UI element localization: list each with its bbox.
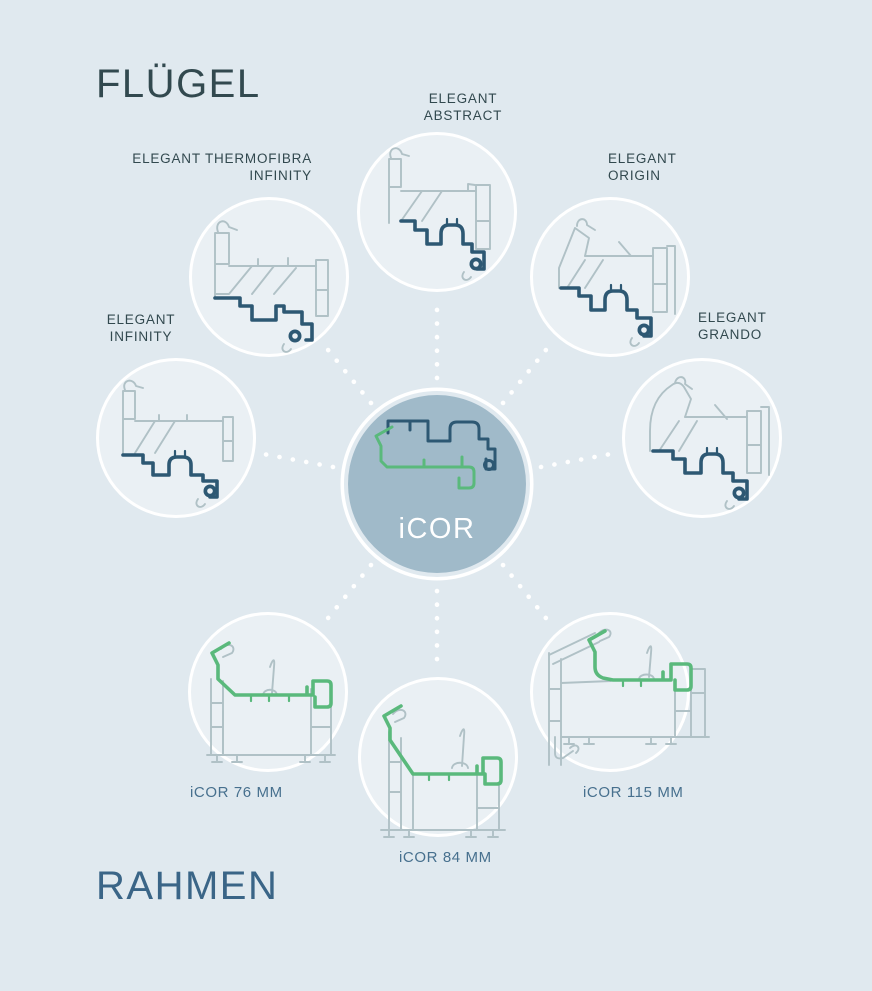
node-icor-center[interactable]: iCOR [348, 395, 526, 573]
icor-115-profile-drawing [548, 628, 710, 766]
node-elegant-origin[interactable] [530, 197, 690, 357]
icor-76-profile-drawing [206, 641, 336, 763]
label-elegant-abstract: ELEGANT ABSTRACT [423, 91, 503, 123]
center-label-icor: iCOR [398, 513, 476, 545]
elegant-thermofibra-infinity-profile-drawing [213, 220, 329, 353]
label-elegant-thermofibra-infinity: ELEGANT THERMOFIBRA INFINITY [132, 151, 312, 183]
elegant-infinity-profile-drawing [121, 379, 234, 508]
label-icor-115: iCOR 115 MM [583, 784, 684, 801]
node-elegant-thermofibra-infinity[interactable] [189, 197, 349, 357]
elegant-abstract-profile-drawing [388, 147, 491, 281]
section-title-rahmen: RAHMEN [96, 864, 279, 908]
label-elegant-infinity: ELEGANT INFINITY [106, 312, 176, 344]
label-icor-76: iCOR 76 MM [190, 784, 283, 801]
elegant-grando-profile-drawing [649, 376, 770, 510]
node-icor-76[interactable] [188, 612, 348, 772]
elegant-origin-profile-drawing [558, 218, 676, 347]
node-elegant-abstract[interactable] [357, 132, 517, 292]
section-title-fluegel: FLÜGEL [96, 62, 261, 106]
icor-profile-drawing [374, 419, 497, 490]
node-elegant-grando[interactable] [622, 358, 782, 518]
label-elegant-origin: ELEGANT ORIGIN [608, 151, 677, 183]
label-elegant-grando: ELEGANT GRANDO [698, 310, 767, 342]
node-elegant-infinity[interactable] [96, 358, 256, 518]
icor-84-profile-drawing [380, 704, 506, 838]
label-icor-84: iCOR 84 MM [399, 849, 492, 866]
node-icor-84[interactable] [358, 677, 518, 838]
node-icor-115[interactable] [530, 612, 710, 772]
